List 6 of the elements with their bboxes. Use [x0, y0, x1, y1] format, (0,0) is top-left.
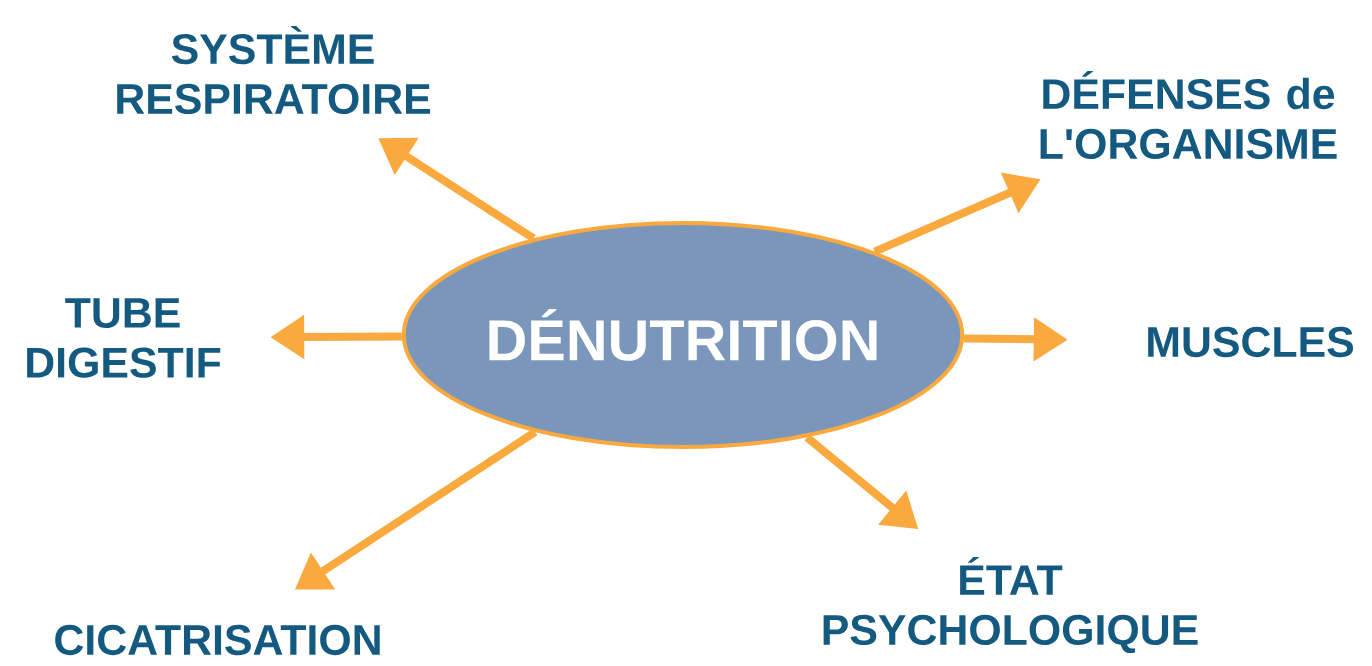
label: SYSTÈME RESPIRATOIRE: [117, 25, 431, 115]
label: CICATRISATION: [55, 624, 380, 656]
label: DÉFENSES de L'ORGANISME: [1040, 70, 1337, 160]
label: ÉTAT PSYCHOLOGIQUE: [823, 556, 1198, 654]
label: TUBE DIGESTIF: [27, 298, 221, 378]
label: MUSCLES: [1148, 326, 1354, 358]
